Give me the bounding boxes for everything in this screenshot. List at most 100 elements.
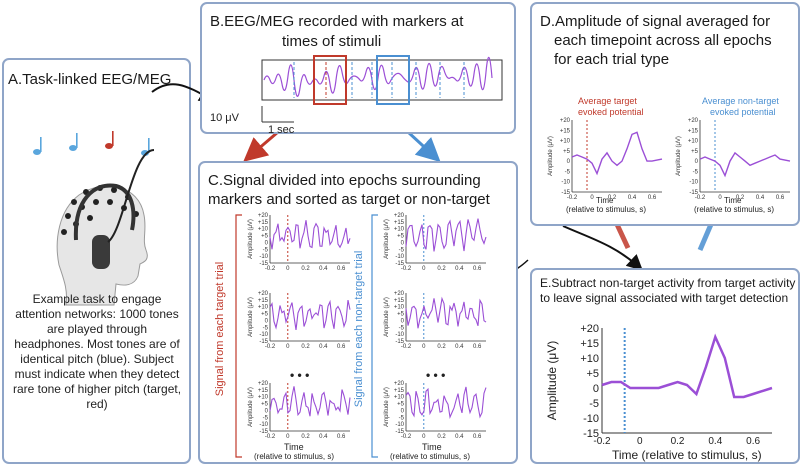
nontarget-epoch-box: [376, 55, 410, 105]
difference-trace: [601, 333, 773, 399]
y-tick-label: -5: [263, 247, 269, 253]
x-tick-label: -0.2: [695, 195, 706, 201]
x-tick-label: -0.2: [401, 434, 412, 440]
panel-b-title-line2: times of stimuli: [282, 33, 382, 50]
panel-d-xlabel-left-2: (relative to stimulus, s): [566, 205, 647, 214]
headphones-icon: [73, 183, 136, 241]
x-tick-label: 0: [637, 436, 643, 447]
y-tick-label: -15: [583, 428, 599, 440]
x-tick-label: 0.2: [437, 266, 446, 272]
y-tick-label: -15: [689, 190, 698, 196]
y-tick-label: 0: [401, 240, 405, 246]
panel-c-brackets: [235, 214, 378, 458]
y-tick-label: +20: [258, 291, 269, 297]
y-tick-label: 0: [265, 240, 269, 246]
target-legend-2: evoked potential: [578, 107, 644, 117]
x-tick-label: 0.4: [455, 266, 464, 272]
signal-trace: [405, 386, 487, 420]
y-tick-label: +20: [394, 213, 405, 219]
panel-d: D.Amplitude of signal averaged for each …: [530, 2, 800, 226]
panel-c-xlabel-right-2: (relative to stimulus, s): [390, 452, 471, 461]
x-tick-label: 0.2: [608, 195, 617, 201]
y-tick-label: -5: [399, 247, 405, 253]
x-tick-label: 0.2: [437, 434, 446, 440]
signal-trace: [699, 151, 791, 178]
x-tick-label: -0.2: [401, 344, 412, 350]
x-tick-label: 0: [286, 344, 290, 350]
x-tick-label: 0.6: [648, 195, 657, 201]
y-tick-label: +15: [258, 298, 269, 304]
panel-d-title-line1: D.Amplitude of signal averaged for: [540, 13, 771, 30]
y-tick-label: +5: [261, 312, 269, 318]
signal-trace: [405, 296, 487, 329]
y-tick-label: 0: [265, 318, 269, 324]
y-tick-label: +15: [394, 388, 405, 394]
y-tick-label: +5: [563, 149, 571, 155]
x-tick-label: 0.2: [437, 344, 446, 350]
x-tick-label: 0: [286, 434, 290, 440]
signal-trace: [269, 386, 351, 417]
y-tick-label: +20: [580, 323, 599, 335]
panel-d-title-line3: for each trial type: [554, 51, 670, 68]
y-tick-label: 0: [567, 159, 571, 165]
signal-trace: [405, 218, 487, 252]
target-legend-1: Average target: [578, 96, 637, 106]
arrow-d-to-e: [562, 225, 643, 271]
y-axis-label: Amplitude (μV): [676, 136, 682, 176]
y-tick-label: +20: [258, 213, 269, 219]
y-axis-label: Amplitude (μV): [384, 297, 390, 337]
y-tick-label: -10: [259, 422, 268, 428]
y-tick-label: +5: [261, 234, 269, 240]
x-tick-label: 0.6: [473, 434, 482, 440]
x-tick-label: 0.2: [301, 434, 310, 440]
y-axis-label: Amplitude (μV): [545, 341, 559, 421]
y-tick-label: +15: [580, 338, 599, 350]
panel-c-xlabel-left-1: Time: [284, 442, 304, 452]
panel-e-title: E.Subtract non-target activity from targ…: [540, 276, 796, 305]
y-tick-label: +5: [586, 368, 599, 380]
panel-c-title-line1: C.Signal divided into epochs surrounding: [208, 172, 481, 189]
head-with-headphones-illustration: [33, 131, 155, 306]
x-tick-label: 0.4: [756, 195, 765, 201]
x-tick-label: 0: [422, 266, 426, 272]
x-tick-label: 0: [718, 195, 722, 201]
y-tick-label: -15: [395, 339, 404, 345]
y-tick-label: -5: [263, 325, 269, 331]
y-tick-label: -10: [561, 180, 570, 186]
panel-a-description: Example task to engage attention network…: [12, 292, 182, 411]
x-tick-label: 0: [590, 195, 594, 201]
y-tick-label: -15: [395, 429, 404, 435]
y-tick-label: +15: [258, 220, 269, 226]
x-tick-label: -0.2: [593, 436, 611, 447]
y-axis-label: Amplitude (μV): [548, 136, 554, 176]
x-tick-label: 0.4: [319, 344, 328, 350]
y-tick-label: +5: [261, 402, 269, 408]
y-axis-label: Amplitude (μV): [248, 219, 254, 259]
x-tick-label: -0.2: [265, 434, 276, 440]
y-tick-label: +10: [258, 395, 269, 401]
y-tick-label: +10: [258, 227, 269, 233]
x-tick-label: 0.4: [319, 266, 328, 272]
x-tick-label: 0.4: [319, 434, 328, 440]
x-tick-label: 0.6: [337, 266, 346, 272]
panel-c: C.Signal divided into epochs surrounding…: [198, 161, 518, 464]
y-tick-label: +10: [560, 139, 571, 145]
y-tick-label: -15: [395, 261, 404, 267]
y-tick-label: +5: [397, 402, 405, 408]
y-tick-label: -10: [395, 254, 404, 260]
y-tick-label: -5: [263, 415, 269, 421]
y-tick-label: +15: [394, 220, 405, 226]
x-tick-label: 0.6: [337, 344, 346, 350]
panel-b: B.EEG/MEG recorded with markers at times…: [200, 2, 516, 136]
panel-d-xlabel-right-1: Time: [724, 196, 742, 205]
x-tick-label: 0.4: [708, 436, 722, 447]
y-tick-label: 0: [265, 408, 269, 414]
panel-d-xlabel-right-2: (relative to stimulus, s): [694, 205, 775, 214]
y-axis-label: Amplitude (μV): [384, 219, 390, 259]
y-tick-label: -15: [561, 190, 570, 196]
y-tick-label: +10: [688, 139, 699, 145]
panel-b-title-line1: B.EEG/MEG recorded with markers at: [210, 13, 464, 30]
x-tick-label: 0.6: [473, 266, 482, 272]
